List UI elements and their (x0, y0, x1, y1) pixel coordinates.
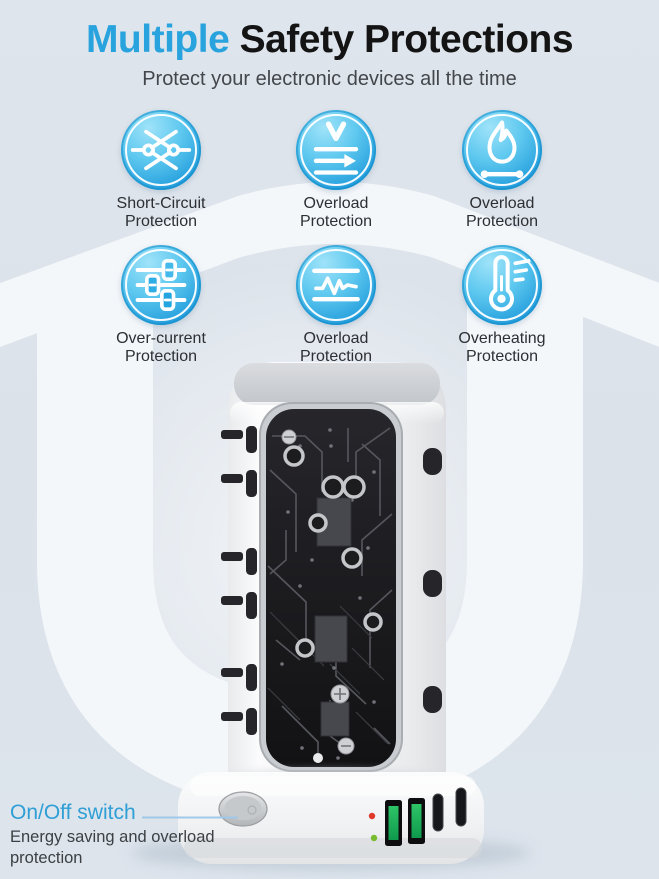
power-button (218, 791, 268, 827)
tower-top-cap (234, 363, 440, 405)
fire-icon (462, 110, 542, 190)
overload-pulse-icon (296, 245, 376, 325)
shield-chevron-band (0, 182, 659, 348)
usb-a-port-1 (385, 800, 402, 846)
current-sliders-icon (121, 245, 201, 325)
status-led-red (368, 812, 376, 820)
pcb-screws (281, 429, 355, 763)
usb-c-port-2 (455, 787, 467, 827)
usb-a-port-2 (408, 798, 425, 844)
title-highlight: Multiple (85, 18, 230, 61)
outlet-ground-holes-right (423, 448, 442, 713)
page-subtitle: Protect your electronic devices all the … (142, 68, 517, 90)
onoff-switch-label: On/Off switch (10, 801, 136, 824)
status-led-green (370, 834, 378, 842)
thermometer-icon (462, 245, 542, 325)
onoff-switch-description: Energy saving and overload protection (10, 828, 215, 867)
outlet-slots-left (221, 426, 257, 735)
circuit-board (267, 427, 393, 763)
overload-voltage-icon (296, 110, 376, 190)
pcb-window (259, 402, 403, 772)
pcb-standoffs (283, 445, 383, 658)
short-circuit-icon (121, 110, 201, 190)
page-title: Multiple Safety Protections (0, 18, 659, 62)
usb-c-port-1 (432, 793, 444, 832)
title-rest: Safety Protections (239, 18, 574, 61)
